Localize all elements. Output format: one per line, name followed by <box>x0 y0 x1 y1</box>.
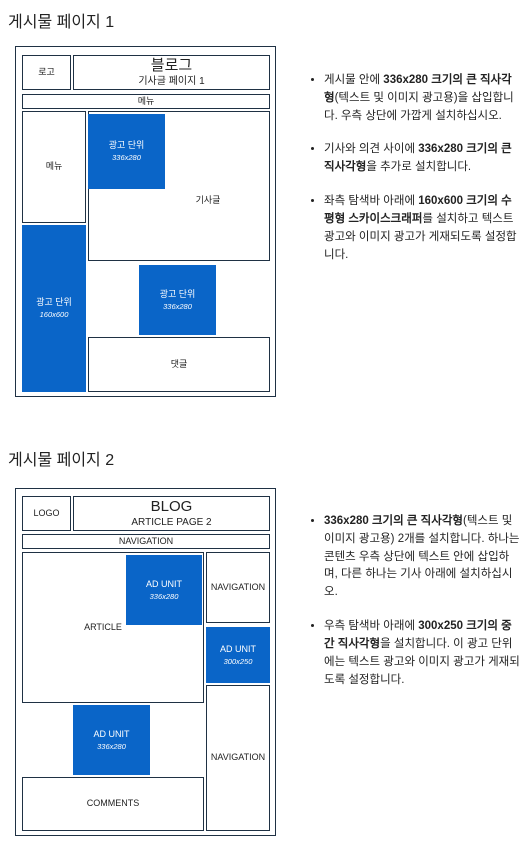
left-menu-box: 메뉴 <box>22 111 86 223</box>
nav-right-top-label: NAVIGATION <box>210 581 266 592</box>
logo-box: 로고 <box>22 55 71 90</box>
nav-right-top: NAVIGATION <box>206 552 270 623</box>
bullet-text: 우측 탐색바 아래에 <box>324 620 419 633</box>
nav-bar: NAVIGATION <box>22 534 270 549</box>
bullet-text: 을 추가로 설치합니다. <box>366 161 472 174</box>
page1-title: 게시물 페이지 1 <box>8 14 115 31</box>
ad-unit-mid: 광고 단위 336x280 <box>139 265 216 335</box>
bullet-text: 을 설치합니다. 이 광고 단위에는 텍스트 광고와 이미지 광고가 게재되도록… <box>324 637 520 686</box>
page1-bullets: 게시물 안에 336x280 크기의 큰 직사각형(텍스트 및 이미지 광고용)… <box>308 72 520 280</box>
bullet-text: 기사와 의견 사이에 <box>324 143 419 156</box>
nav-right-bottom: NAVIGATION <box>206 685 270 831</box>
ad-unit-left: 광고 단위 160x600 <box>22 225 86 392</box>
comments-label: COMMENTS <box>86 798 140 809</box>
ad-unit-top: AD UNIT 336x280 <box>126 555 202 625</box>
ad-unit-bottom-size: 336x280 <box>97 741 126 751</box>
logo-label: LOGO <box>33 507 60 518</box>
page1-wireframe: 로고 블로그 기사글 페이지 1 메뉴 메뉴 기사글 광고 단위 336x280… <box>15 46 276 397</box>
page1-bullet: 게시물 안에 336x280 크기의 큰 직사각형(텍스트 및 이미지 광고용)… <box>324 72 520 125</box>
page2-bullets: 336x280 크기의 큰 직사각형(텍스트 및 이미지 광고용) 2개를 설치… <box>308 513 520 705</box>
logo-label: 로고 <box>38 66 55 77</box>
bullet-text: (텍스트 및 이미지 광고용)을 삽입합니다. 우측 상단에 가깝게 설치하십시… <box>324 91 514 122</box>
page2-bullet: 336x280 크기의 큰 직사각형(텍스트 및 이미지 광고용) 2개를 설치… <box>324 513 520 602</box>
ad-unit-right-name: AD UNIT <box>220 643 256 654</box>
article-page-label: ARTICLE PAGE 2 <box>131 516 212 528</box>
comments-box: COMMENTS <box>22 777 204 831</box>
bullet-text: 를 설치하고 텍스트 광고와 이미지 광고가 게재되도록 설정합니다. <box>324 212 517 261</box>
nav-right-bottom-label: NAVIGATION <box>210 752 266 763</box>
bullet-bold: 336x280 크기의 큰 직사각형 <box>324 74 512 104</box>
ad-unit-top: 광고 단위 336x280 <box>88 114 165 189</box>
ad-unit-top-size: 336x280 <box>149 591 179 601</box>
article-label: ARTICLE <box>84 621 122 632</box>
ad-unit-mid-size: 336x280 <box>163 301 192 311</box>
blog-label: BLOG <box>150 497 193 515</box>
ad-unit-top-size: 336x280 <box>112 153 141 163</box>
bullet-bold: 160x600 크기의 수평형 스카이스크래퍼 <box>324 195 512 225</box>
page2-wireframe: LOGO BLOG ARTICLE PAGE 2 NAVIGATION ARTI… <box>15 488 276 836</box>
header-box: BLOG ARTICLE PAGE 2 <box>73 496 270 531</box>
page1-bullet: 기사와 의견 사이에 336x280 크기의 큰 직사각형을 추가로 설치합니다… <box>324 141 520 177</box>
logo-box: LOGO <box>22 496 71 531</box>
ad-unit-left-name: 광고 단위 <box>36 297 72 308</box>
bullet-text: (텍스트 및 이미지 광고용) 2개를 설치합니다. 하나는 콘텐츠 우측 상단… <box>324 515 520 599</box>
left-menu-label: 메뉴 <box>45 161 63 172</box>
bullet-bold: 300x250 크기의 중간 직사각형 <box>324 620 512 650</box>
ad-unit-bottom-name: AD UNIT <box>93 728 130 739</box>
nav-bar-label: NAVIGATION <box>118 535 174 546</box>
comments-label: 댓글 <box>170 358 188 369</box>
page1-bullet: 좌측 탐색바 아래에 160x600 크기의 수평형 스카이스크래퍼를 설치하고… <box>324 193 520 264</box>
article-page-label: 기사글 페이지 1 <box>138 75 205 87</box>
comments-box: 댓글 <box>88 337 270 392</box>
blog-label: 블로그 <box>150 56 193 74</box>
bullet-bold: 336x280 크기의 큰 직사각형 <box>324 515 463 527</box>
ad-unit-top-name: 광고 단위 <box>108 140 145 151</box>
bullet-text: 좌측 탐색바 아래에 <box>324 195 419 208</box>
ad-unit-right: AD UNIT 300x250 <box>206 627 270 683</box>
nav-bar-label: 메뉴 <box>137 95 155 106</box>
article-label: 기사글 <box>195 195 221 206</box>
ad-unit-bottom: AD UNIT 336x280 <box>73 705 150 775</box>
ad-unit-mid-name: 광고 단위 <box>159 288 196 299</box>
bullet-text: 게시물 안에 <box>324 74 384 86</box>
page2-bullet: 우측 탐색바 아래에 300x250 크기의 중간 직사각형을 설치합니다. 이… <box>324 618 520 689</box>
page2-title: 게시물 페이지 2 <box>8 452 115 469</box>
header-box: 블로그 기사글 페이지 1 <box>73 55 270 90</box>
ad-unit-left-size: 160x600 <box>39 310 69 320</box>
bullet-bold: 336x280 크기의 큰 직사각형 <box>324 143 512 174</box>
nav-bar: 메뉴 <box>22 94 270 109</box>
ad-unit-top-name: AD UNIT <box>146 578 182 589</box>
ad-unit-right-size: 300x250 <box>223 656 253 666</box>
